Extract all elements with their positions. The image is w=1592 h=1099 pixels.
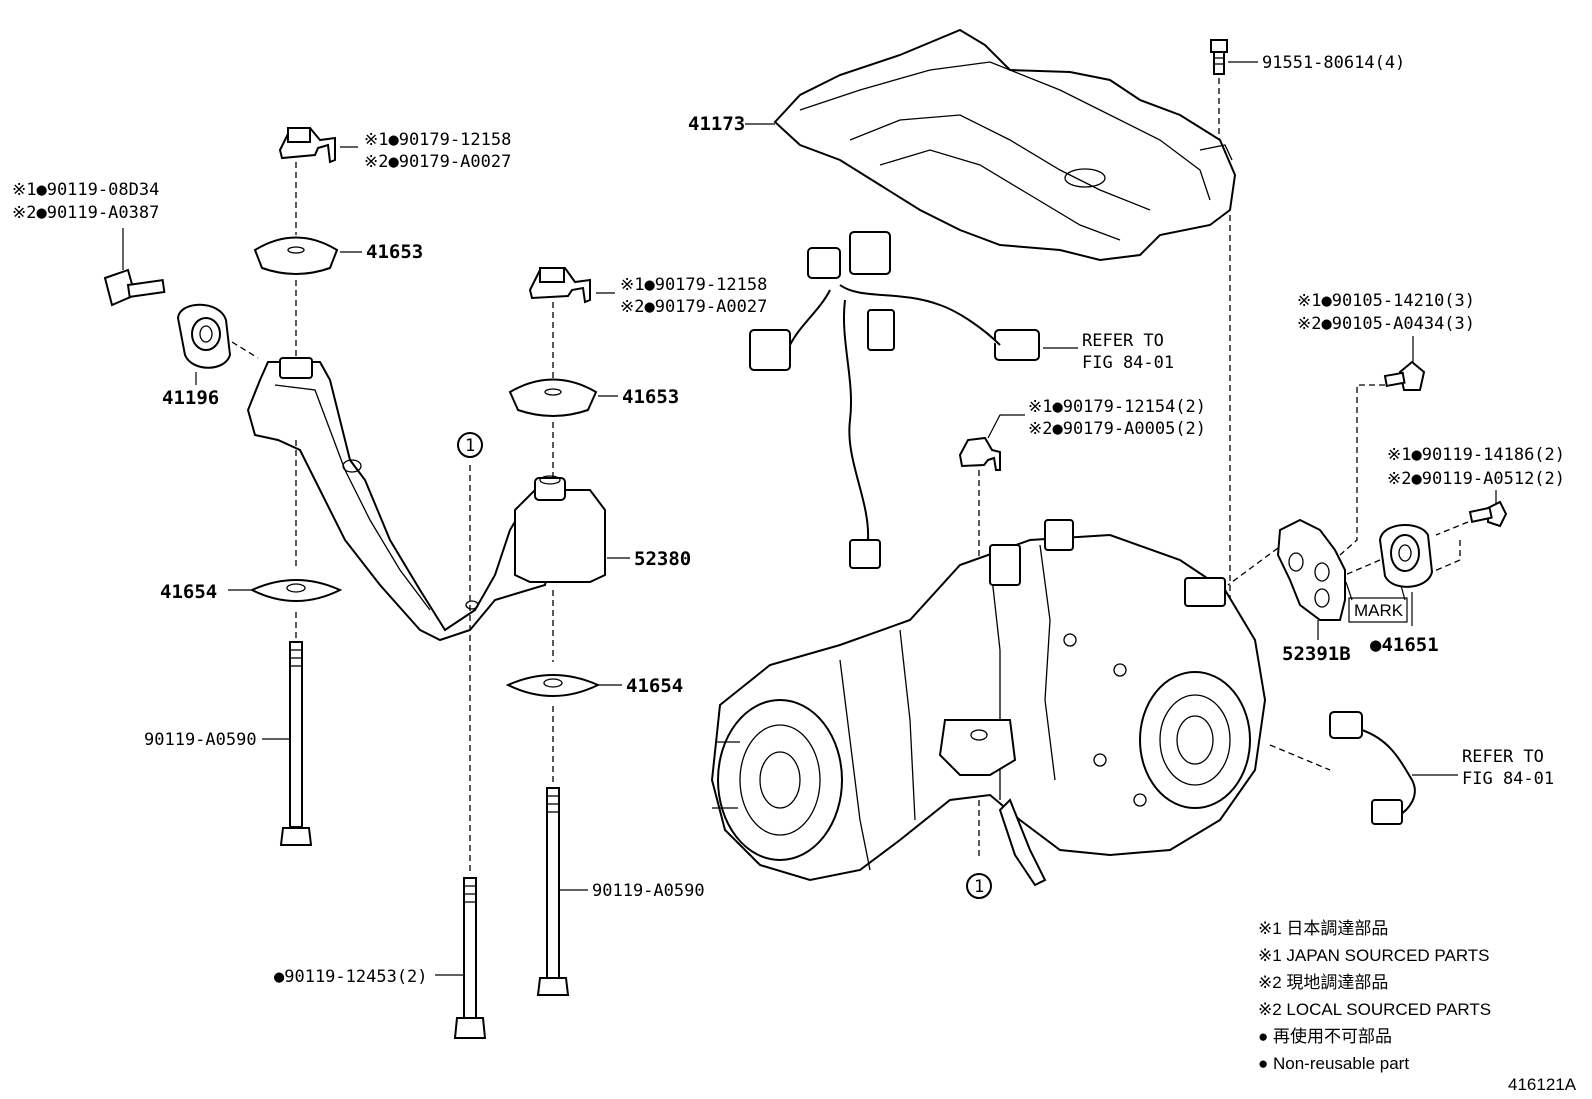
mount-52380[interactable] [514,475,606,583]
label-41654-a: 41654 [160,581,217,603]
label-90119-12453: ●90119-12453(2) [274,967,428,987]
ref-circle-2-text: 1 [974,877,984,897]
washer-41654-right[interactable] [505,674,601,697]
legend: ※1 日本調達部品 ※1 JAPAN SOURCED PARTS ※2 現地調達… [1258,919,1491,1073]
legend-line-2: ※1 JAPAN SOURCED PARTS [1258,946,1490,965]
dashline-bracket-bolt [1339,384,1385,556]
label-41653-a: 41653 [366,241,423,263]
label-bush-bolt-1: ※1●90119-14186(2) [1387,445,1565,465]
label-52391b: 52391B [1282,643,1351,665]
label-mid-nut-1: ※1●90179-12158 [620,275,767,295]
cushion-41653-mid[interactable] [508,378,598,417]
bolt-90119-14186[interactable] [1468,500,1508,528]
bushing-41196[interactable] [176,303,232,369]
label-top-nut-2: ※2●90179-A0027 [364,152,511,172]
label-diff-nut-2: ※2●90179-A0005(2) [1028,419,1206,439]
label-41173: 41173 [688,113,745,135]
legend-line-1: ※1 日本調達部品 [1258,919,1388,938]
label-diff-nut-1: ※1●90179-12154(2) [1028,397,1206,417]
label-refer-1-line1: REFER TO [1082,331,1164,351]
bolt-90119-12453[interactable] [453,877,487,1039]
figure-id: 416121A [1508,1075,1577,1094]
nut-mid[interactable] [528,266,591,304]
bracket-52391b[interactable] [1276,518,1346,621]
bolt-90119-a0590-right[interactable] [536,787,570,996]
dashline-bush-bracket [1344,559,1381,576]
label-bracket-bolt-1: ※1●90105-14210(3) [1297,291,1475,311]
leader-diff-nut [987,414,1025,439]
legend-line-5: ● 再使用不可部品 [1258,1026,1392,1046]
wire-harness[interactable] [749,231,1040,569]
label-refer-1-line2: FIG 84-01 [1082,353,1174,373]
label-41196: 41196 [162,387,219,409]
label-41654-b: 41654 [626,675,683,697]
label-bolt-left-1: ※1●90119-08D34 [12,180,159,200]
label-refer-2-line1: REFER TO [1462,747,1544,767]
ref-circle-1-text: 1 [465,436,475,456]
dashline-41196 [231,341,259,359]
label-91551-80614: 91551-80614(4) [1262,53,1405,73]
dashline-bush-bolt [1435,521,1469,536]
label-bracket-bolt-2: ※2●90105-A0434(3) [1297,314,1475,334]
label-52380: 52380 [634,548,691,570]
mark-text: MARK [1354,601,1404,620]
heat-insulator-41173[interactable] [773,28,1237,262]
label-bush-bolt-2: ※2●90119-A0512(2) [1387,469,1565,489]
dashline-bracket-carrier [1227,547,1279,586]
nut-diff[interactable] [958,436,1001,471]
legend-line-6: ● Non-reusable part [1258,1054,1409,1073]
dashline-bush-bolt-2 [1431,540,1461,573]
leader-mark-left [1345,581,1353,601]
label-refer-2-line2: FIG 84-01 [1462,769,1554,789]
label-top-nut-1: ※1●90179-12158 [364,130,511,150]
differential-carrier[interactable] [710,519,1267,887]
nut-top-left[interactable] [278,126,336,164]
bolt-90119-a0590-left[interactable] [279,641,313,846]
legend-line-3: ※2 現地調達部品 [1258,973,1388,992]
washer-41654-left[interactable] [249,579,343,602]
label-90119-a0590-a: 90119-A0590 [144,730,257,750]
bolt-left-90119[interactable] [103,268,166,307]
label-41651: ●41651 [1370,634,1439,656]
label-41653-b: 41653 [622,386,679,408]
label-mid-nut-2: ※2●90179-A0027 [620,297,767,317]
cushion-41653-left[interactable] [253,236,339,275]
ref-circle-1-bottom: 1 [966,873,992,899]
mark-label: MARK [1348,597,1408,623]
bolt-90105-14210[interactable] [1383,360,1426,391]
label-bolt-left-2: ※2●90119-A0387 [12,203,159,223]
sensor-harness[interactable] [1329,711,1416,825]
ref-circle-1-top: 1 [457,432,483,458]
label-90119-a0590-b: 90119-A0590 [592,881,705,901]
bushing-41651[interactable] [1378,523,1434,588]
legend-line-4: ※2 LOCAL SOURCED PARTS [1258,1000,1491,1019]
bolt-91551-80614[interactable] [1210,39,1228,75]
dashline-sensor [1269,744,1331,771]
